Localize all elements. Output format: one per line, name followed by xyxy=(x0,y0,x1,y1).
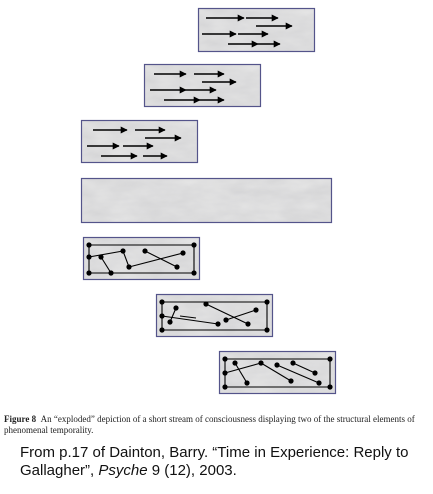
node-dot xyxy=(312,370,318,376)
node-dot xyxy=(264,327,270,333)
citation-journal: Psyche xyxy=(98,462,148,479)
citation-prefix: From p.17 of Dainton, Barry. “Time in Ex… xyxy=(20,444,409,479)
node-dot xyxy=(120,248,126,254)
node-dot xyxy=(142,248,148,254)
panel-1 xyxy=(197,7,316,53)
node-dot xyxy=(264,299,270,305)
panel-texture xyxy=(198,8,315,52)
panel-texture xyxy=(81,120,198,163)
node-dot xyxy=(244,380,250,386)
connector-line xyxy=(225,309,257,321)
node-dot xyxy=(108,270,114,276)
node-dot xyxy=(288,378,294,384)
panel-border xyxy=(82,236,201,281)
connector-line xyxy=(161,315,219,325)
node-dot xyxy=(222,370,228,376)
panel-3 xyxy=(80,119,199,164)
node-dot xyxy=(98,254,104,260)
connector-line xyxy=(260,362,292,382)
connector-line xyxy=(276,364,320,384)
node-dot xyxy=(274,362,280,368)
node-dot xyxy=(203,301,209,307)
node-dot xyxy=(86,242,92,248)
connector-line xyxy=(234,362,248,384)
connector-line xyxy=(128,252,184,268)
panel-2 xyxy=(143,63,262,108)
figure-label: Figure 8 xyxy=(4,414,37,424)
citation-suffix: 9 (12), 2003. xyxy=(147,462,237,479)
panel-5 xyxy=(82,236,201,281)
panel-border xyxy=(143,63,262,108)
node-dot xyxy=(191,242,197,248)
node-dot xyxy=(290,360,296,366)
node-dot xyxy=(258,360,264,366)
connector-line xyxy=(179,315,197,319)
node-dot xyxy=(215,321,221,327)
figure-caption-text: An “exploded” depiction of a short strea… xyxy=(4,414,415,435)
panel-border xyxy=(218,350,337,395)
node-dot xyxy=(223,317,229,323)
node-dot xyxy=(222,356,228,362)
connector-line xyxy=(88,250,124,258)
node-dot xyxy=(174,264,180,270)
node-dot xyxy=(253,307,259,313)
node-dot xyxy=(316,380,322,386)
node-dot xyxy=(327,384,333,390)
node-dot xyxy=(327,356,333,362)
panel-border xyxy=(155,293,274,338)
node-dot xyxy=(245,321,251,327)
panel-border xyxy=(80,177,333,224)
node-dot xyxy=(159,299,165,305)
figure-caption: Figure 8 An “exploded” depiction of a sh… xyxy=(4,414,430,436)
node-dot xyxy=(191,270,197,276)
panel-4 xyxy=(80,177,333,224)
connector-line xyxy=(122,250,130,268)
panel-border xyxy=(197,7,316,53)
source-citation: From p.17 of Dainton, Barry. “Time in Ex… xyxy=(20,444,425,480)
panel-texture xyxy=(81,178,332,223)
node-dot xyxy=(232,360,238,366)
node-dot xyxy=(180,250,186,256)
node-dot xyxy=(86,254,92,260)
node-dot xyxy=(222,384,228,390)
node-dot xyxy=(126,264,132,270)
connector-line xyxy=(144,250,178,268)
stream-diagram xyxy=(80,7,337,395)
connector-line xyxy=(205,303,249,325)
panel-border xyxy=(80,119,199,164)
node-dot xyxy=(86,270,92,276)
node-dot xyxy=(173,305,179,311)
panel-7 xyxy=(218,350,337,395)
connector-line xyxy=(292,362,316,374)
connector-line xyxy=(100,256,112,274)
node-dot xyxy=(159,313,165,319)
panel-6 xyxy=(155,293,274,338)
connector-line xyxy=(224,362,262,374)
node-dot xyxy=(167,319,173,325)
node-dot xyxy=(159,327,165,333)
